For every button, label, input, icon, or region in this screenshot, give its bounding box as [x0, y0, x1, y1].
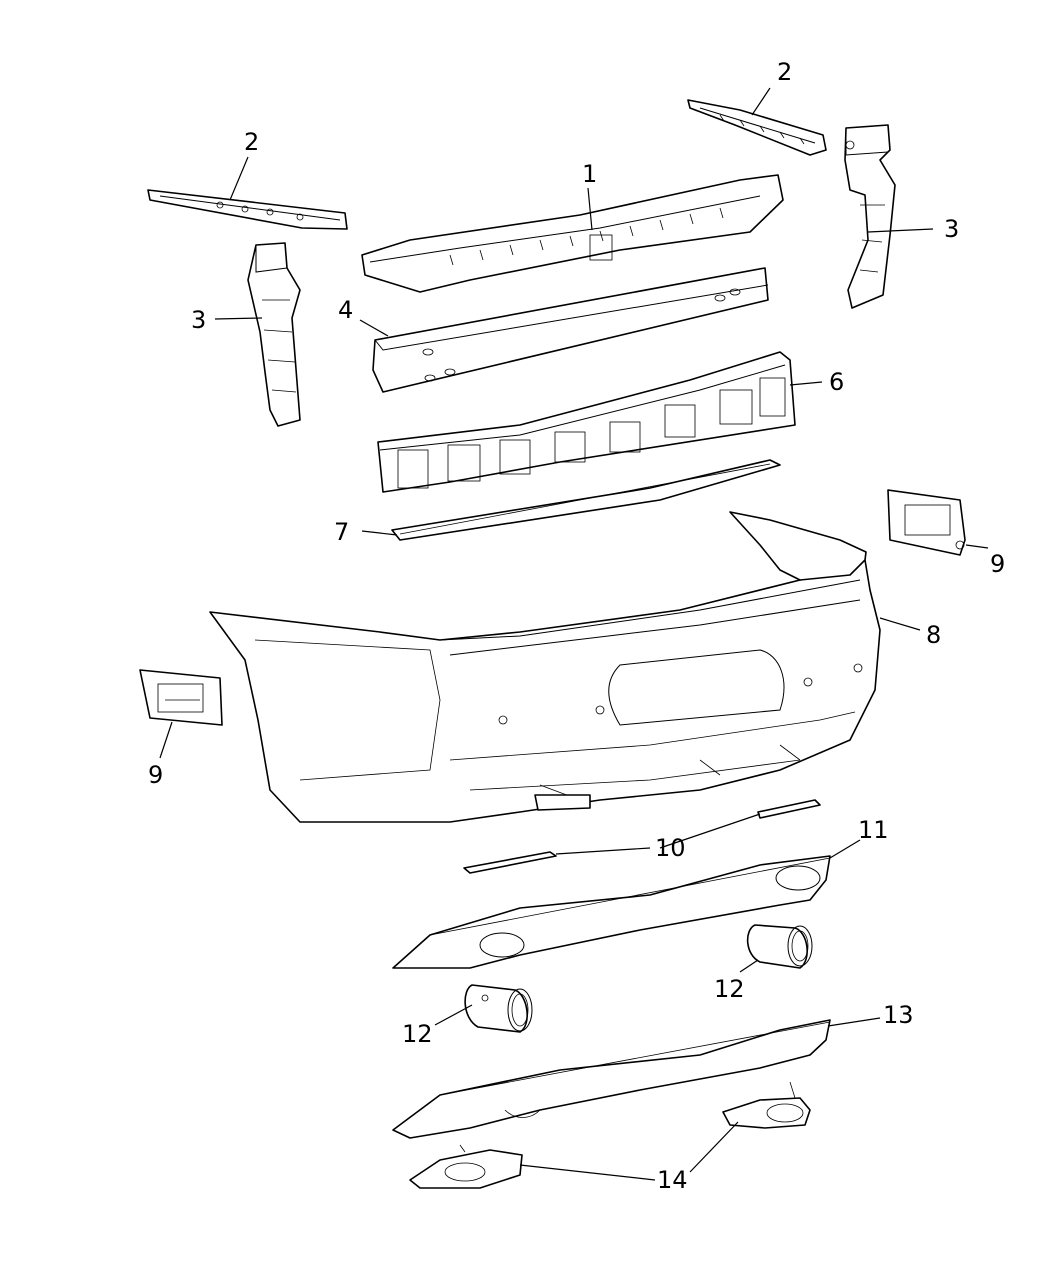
part-reinforcement-bar: [361, 174, 784, 293]
callout-10: 10: [655, 834, 686, 862]
callout-4: 4: [338, 296, 353, 324]
callout-2-left: 2: [244, 128, 259, 156]
part-exhaust-tip-right: [746, 924, 813, 969]
part-molding: [463, 799, 821, 874]
callout-1: 1: [582, 160, 597, 188]
callout-labels: 1 2 2 3 3 4 6 7 8 9 9 10 11 12 12 13 14: [148, 58, 1005, 1194]
callout-13: 13: [883, 1001, 914, 1029]
callout-12-left: 12: [402, 1020, 433, 1048]
callout-12-right: 12: [714, 975, 745, 1003]
callout-9-left: 9: [148, 761, 163, 789]
part-exhaust-trim-left: [409, 1144, 523, 1189]
callout-2-right: 2: [777, 58, 792, 86]
callout-9-right: 9: [990, 550, 1005, 578]
part-beam: [372, 267, 769, 393]
part-sensor-bracket-left: [139, 669, 223, 726]
callout-8: 8: [926, 621, 941, 649]
callout-3-left: 3: [191, 306, 206, 334]
callout-7: 7: [334, 518, 349, 546]
callout-11: 11: [858, 816, 889, 844]
part-bracket-strip-right: [687, 99, 827, 156]
part-trim-strip: [391, 459, 781, 541]
part-exhaust-trim-right: [722, 1081, 811, 1129]
part-bracket-strip-left: [147, 189, 348, 230]
leader-lines: [159, 87, 989, 1181]
part-exhaust-tip-left: [464, 984, 533, 1033]
callout-3-right: 3: [944, 215, 959, 243]
part-bracket-left: [247, 242, 301, 427]
part-diffuser-lower: [392, 1019, 831, 1139]
part-bracket-right: [844, 124, 896, 309]
callout-6: 6: [829, 368, 844, 396]
part-sensor-bracket-right: [887, 489, 966, 556]
part-bumper-fascia: [209, 511, 881, 823]
part-energy-absorber: [377, 351, 796, 493]
part-diffuser-upper: [392, 855, 831, 969]
callout-14: 14: [657, 1166, 688, 1194]
